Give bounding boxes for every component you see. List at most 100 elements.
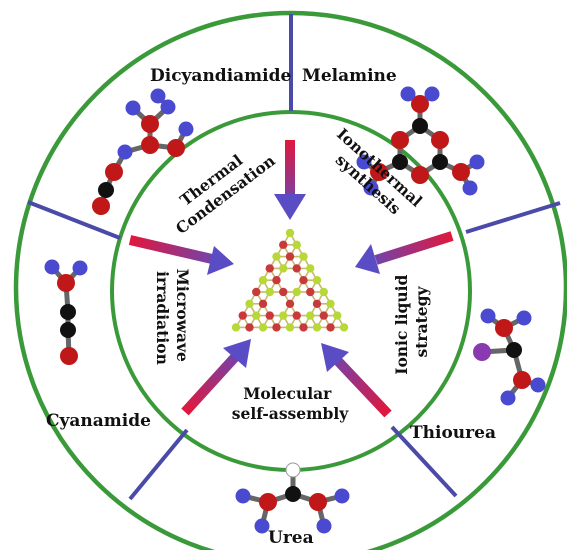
molecule-atom — [254, 518, 270, 534]
cyanamide-molecule-icon — [44, 259, 88, 365]
lattice-atom — [258, 323, 268, 332]
lattice-atom — [258, 276, 268, 285]
lattice-atom — [326, 323, 335, 332]
divider-right — [465, 201, 561, 234]
molecule-atom — [57, 274, 75, 292]
molecule-atom — [424, 86, 440, 102]
lattice-atom — [245, 299, 254, 308]
lattice-atom — [245, 323, 254, 332]
lattice-atom — [285, 323, 295, 332]
lattice-atom — [279, 311, 288, 320]
molecule-atom — [530, 377, 546, 393]
lattice-atom — [292, 287, 301, 297]
lattice-atom — [238, 311, 247, 320]
lattice-atom — [285, 228, 295, 238]
molecule-atom — [334, 488, 350, 504]
molecule-atom — [44, 259, 60, 275]
molecule-atom — [363, 180, 379, 196]
lattice-atom — [312, 323, 322, 332]
lattice-atom — [292, 311, 301, 320]
lattice-atom — [319, 311, 328, 320]
label-dicyandiamide: Dicyandiamide — [150, 66, 291, 86]
molecule-atom — [516, 310, 532, 326]
outer-ring — [13, 10, 567, 550]
lattice-atom — [306, 311, 315, 320]
lattice-atom — [285, 299, 295, 308]
molecule-atom — [309, 493, 327, 511]
molecule-atom — [411, 166, 429, 184]
molecule-atom — [150, 88, 166, 104]
molecule-atom — [98, 182, 114, 198]
molecule-atom — [370, 163, 388, 181]
molecule-atom — [141, 115, 159, 133]
molecule-atom — [480, 308, 496, 324]
molecule-atom — [513, 371, 531, 389]
molecule-atom — [60, 304, 76, 320]
label-cyanamide: Cyanamide — [46, 411, 151, 431]
molecule-atom — [167, 139, 185, 157]
urea-molecule-icon — [235, 462, 350, 534]
divider-bottom-right — [390, 425, 458, 498]
sector-dividers — [27, 14, 561, 501]
arrow-ionic-liquid-strategy[interactable] — [355, 231, 454, 274]
molecule-atom — [60, 347, 78, 365]
lattice-atom — [299, 276, 308, 285]
molecule-atom — [160, 99, 176, 115]
molecule-atom — [391, 131, 409, 149]
molecule-atom — [285, 486, 301, 502]
label-urea: Urea — [268, 528, 314, 548]
molecule-atom — [452, 163, 470, 181]
lattice-atom — [312, 299, 322, 308]
molecule-atom — [495, 319, 513, 337]
lattice-atom — [306, 264, 315, 273]
label-thiourea: Thiourea — [410, 423, 496, 443]
melamine-molecule-icon — [356, 86, 485, 196]
arrow-thermal-condensation[interactable] — [128, 235, 234, 275]
molecule-atom — [506, 342, 522, 358]
lattice-atom — [252, 311, 261, 320]
lattice-atom — [299, 323, 308, 332]
thiourea-molecule-icon — [473, 308, 546, 406]
lattice-atom — [279, 287, 288, 297]
molecule-atom — [392, 154, 408, 170]
molecule-atom — [60, 322, 76, 338]
lattice-atom — [285, 252, 295, 261]
label-melamine: Melamine — [302, 66, 397, 86]
lattice-atom — [265, 311, 274, 320]
lattice-atom — [306, 287, 315, 297]
molecule-atom — [431, 131, 449, 149]
lattice-atom — [292, 264, 301, 273]
molecule-atom — [469, 154, 485, 170]
molecule-atom — [259, 493, 277, 511]
molecule-atom — [125, 100, 141, 116]
lattice-atom — [333, 311, 342, 320]
molecule-atom — [412, 118, 428, 134]
arrow-ionothermal-synthesis[interactable] — [274, 140, 306, 220]
lattice-atom — [258, 299, 268, 308]
molecule-atom — [316, 518, 332, 534]
label-ionic-liquid-strategy: Ionic liquid strategy — [392, 269, 431, 375]
lattice-atom — [319, 287, 328, 297]
lattice-atom — [272, 252, 281, 261]
molecule-atom — [411, 95, 429, 113]
divider-left — [27, 200, 121, 240]
molecule-atom — [285, 462, 301, 478]
molecule-atom — [178, 121, 194, 137]
lattice-atom — [279, 240, 288, 249]
dicyandiamide-molecule-icon — [92, 88, 194, 215]
arrow-microwave-irradiation[interactable] — [181, 339, 251, 416]
carbon-nitride-lattice — [231, 228, 349, 332]
molecule-atom — [92, 197, 110, 215]
lattice-atom — [292, 240, 301, 249]
molecule-atom — [356, 154, 372, 170]
molecule-atom — [400, 86, 416, 102]
arrow-molecular-self-assembly[interactable] — [321, 343, 392, 418]
divider-bottom-left — [128, 428, 189, 501]
lattice-atom — [272, 276, 281, 285]
label-molecular-self-assembly: Molecular self-assembly — [232, 384, 350, 423]
label-microwave-irradiation: Microwave irradiation — [153, 269, 192, 368]
lattice-atom — [312, 276, 322, 285]
lattice-atom — [339, 323, 349, 332]
molecule-atom — [432, 154, 448, 170]
